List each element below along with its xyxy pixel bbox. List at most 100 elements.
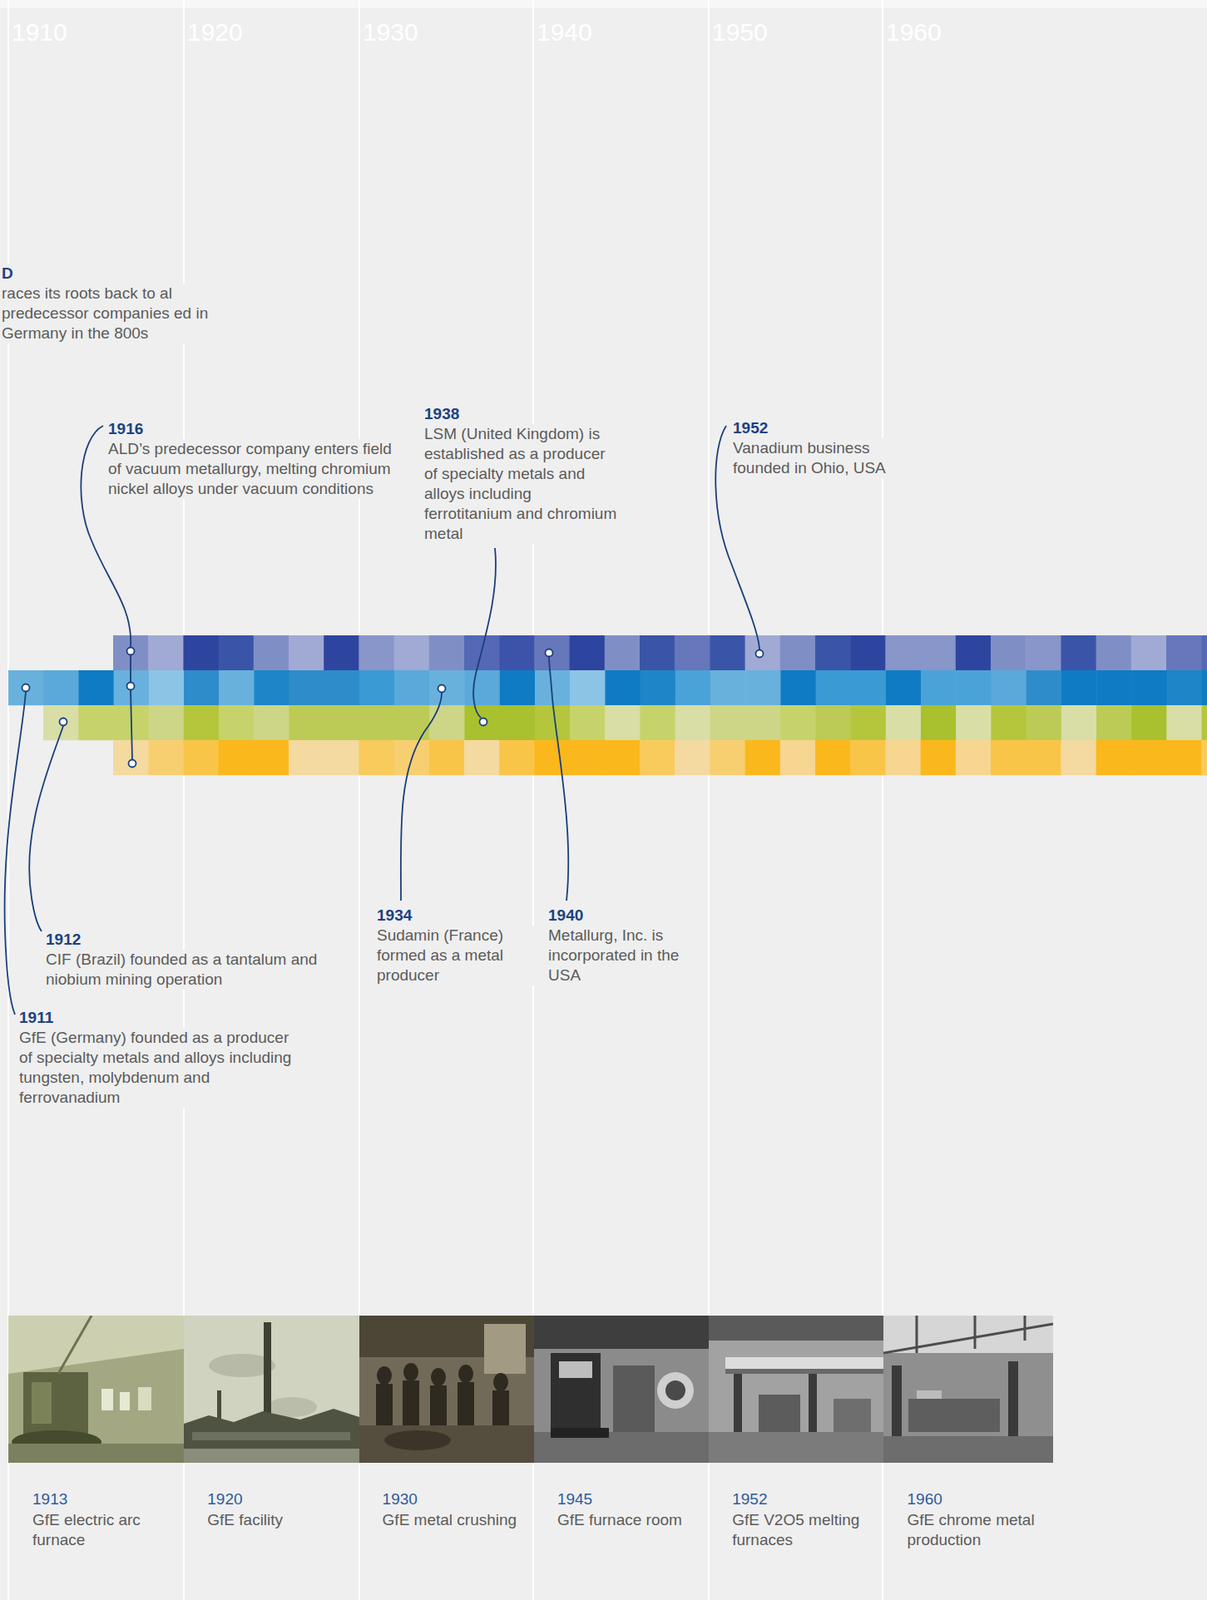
timeline-square: [499, 740, 535, 776]
photo-caption: GfE furnace room: [557, 1510, 683, 1531]
timeline-square: [745, 670, 782, 706]
photo-year: 1960: [907, 1489, 943, 1510]
timeline-square: [604, 670, 641, 706]
timeline-squares: [8, 635, 1207, 776]
timeline-square: [569, 740, 606, 776]
timeline-square: [394, 635, 431, 671]
timeline-square: [394, 705, 431, 741]
timeline-square: [1201, 740, 1207, 776]
photo-1960: [883, 1315, 1054, 1464]
decade-label: 1910: [11, 18, 68, 47]
timeline-square: [534, 740, 570, 776]
timeline-square: [920, 670, 957, 706]
decade-label: 1930: [362, 18, 419, 47]
timeline-square: [534, 705, 571, 741]
timeline-square: [990, 740, 1027, 776]
timeline-square: [464, 670, 501, 706]
timeline-square: [885, 740, 921, 776]
timeline-square: [1166, 705, 1203, 741]
timeline-square: [429, 670, 465, 706]
photo-1930: [359, 1315, 535, 1464]
event-year: D: [1, 263, 14, 284]
timeline-square: [358, 740, 395, 776]
timeline-square: [218, 740, 255, 776]
leader-line: [400, 692, 442, 901]
timeline-square: [253, 705, 290, 741]
timeline-square: [780, 705, 817, 741]
timeline-square: [1202, 705, 1207, 741]
timeline-square: [1131, 635, 1168, 671]
timeline-square: [815, 635, 851, 671]
timeline-square: [1166, 740, 1203, 776]
timeline-square: [640, 670, 677, 706]
timeline-square: [885, 670, 922, 706]
leader-line: [4, 692, 26, 1015]
photo-caption: GfE electric arc furnace: [32, 1510, 181, 1551]
timeline-square: [1060, 635, 1097, 671]
photo-1945: [534, 1315, 709, 1464]
timeline-square: [920, 705, 957, 741]
timeline-square: [1061, 670, 1098, 706]
timeline-square: [148, 705, 185, 741]
timeline-square: [1061, 705, 1098, 741]
photo-caption: GfE metal crushing: [382, 1510, 518, 1531]
timeline-square: [850, 635, 886, 671]
event-year: 1934: [376, 905, 412, 926]
timeline-square: [1202, 670, 1207, 706]
timeline-square: [78, 670, 114, 706]
event-text: Vanadium business founded in Ohio, USA: [732, 438, 925, 479]
timeline-square: [710, 670, 747, 706]
timeline-square: [955, 705, 992, 741]
timeline-square: [253, 670, 290, 706]
event-year: 1912: [45, 929, 81, 950]
timeline-square: [709, 740, 746, 776]
timeline-square: [8, 670, 45, 706]
timeline-square: [183, 635, 219, 671]
timeline-square: [955, 635, 992, 671]
timeline-square: [604, 740, 641, 776]
timeline-square: [569, 705, 606, 741]
timeline-square: [1096, 705, 1133, 741]
photo-year: 1930: [382, 1489, 418, 1510]
timeline-square: [674, 740, 711, 776]
decade-lines: [8, 0, 883, 1600]
timeline-square: [955, 670, 992, 706]
timeline-square: [499, 670, 536, 706]
timeline-square: [148, 635, 184, 671]
event-text: Metallurg, Inc. is incorporated in the U…: [548, 925, 694, 986]
timeline-square: [1096, 635, 1133, 671]
timeline-square: [1131, 740, 1168, 776]
timeline-square: [780, 740, 817, 776]
photo-1920: [183, 1315, 360, 1464]
timeline-square: [218, 705, 255, 741]
timeline-square: [639, 740, 676, 776]
leader-line: [29, 726, 64, 932]
timeline-square: [1025, 740, 1062, 776]
timeline-square: [569, 635, 606, 671]
event-year: 1940: [548, 905, 584, 926]
photo-1952: [708, 1315, 884, 1464]
event-year: 1938: [424, 404, 460, 425]
leader-lines: [4, 425, 760, 1015]
timeline-square: [990, 705, 1027, 741]
timeline-square: [288, 635, 325, 671]
leader-dots: [22, 648, 764, 768]
timeline-square: [1026, 670, 1063, 706]
event-year: 1952: [732, 418, 768, 439]
timeline-square: [1026, 705, 1063, 741]
photo-year: 1952: [732, 1489, 767, 1510]
timeline-square: [218, 635, 255, 671]
timeline-square: [429, 705, 465, 741]
timeline-square: [1201, 635, 1207, 671]
photo-year: 1913: [32, 1489, 68, 1510]
event-text: Sudamin (France) formed as a metal produ…: [376, 925, 540, 986]
timeline-square: [499, 635, 535, 671]
photo-caption: GfE V2O5 melting furnaces: [732, 1510, 881, 1551]
photo-caption: GfE facility: [207, 1510, 283, 1531]
timeline-square: [1131, 705, 1168, 741]
timeline-square: [113, 740, 149, 776]
timeline-square: [850, 670, 887, 706]
timeline-square: [674, 635, 711, 671]
